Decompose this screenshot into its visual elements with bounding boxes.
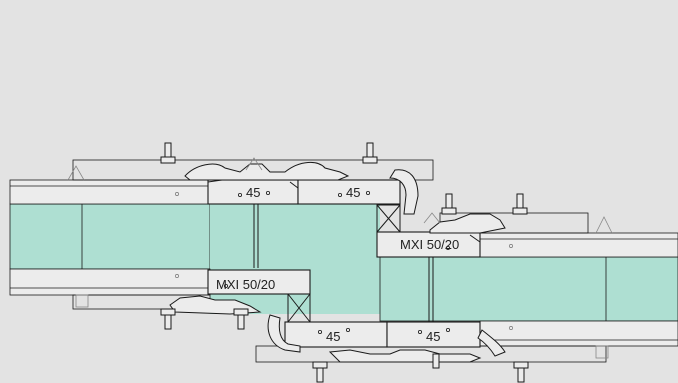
profile-boxes <box>207 179 481 348</box>
label-profile-mid-right: MXI 50/20 <box>400 237 459 252</box>
frame-bars <box>9 159 678 363</box>
glass-pane-right <box>379 256 678 322</box>
profile-mid-left <box>207 269 311 295</box>
label-profile-bottom-right: 45 <box>426 329 440 344</box>
frame-top-left <box>9 179 211 205</box>
bolt-top-1 <box>160 142 176 164</box>
profile-mid-right <box>376 231 481 258</box>
bolt-bottom-2 <box>513 361 529 383</box>
label-profile-mid-left: MXI 50/20 <box>216 277 275 292</box>
bolt-left-lower-2 <box>233 308 249 330</box>
bolt-right-2 <box>512 193 528 215</box>
glass-pane-left <box>9 203 211 270</box>
bolt-right-1 <box>441 193 457 215</box>
profile-top-right <box>297 179 401 205</box>
plate-fixings <box>67 157 613 359</box>
glass-pane-center <box>210 204 380 314</box>
bolt-bottom-1 <box>312 361 328 383</box>
label-profile-top-left: 45 <box>246 185 260 200</box>
frame-dots <box>175 192 513 330</box>
profile-bottom-right <box>386 321 481 348</box>
bolt-top-2 <box>362 142 378 164</box>
glass-panes <box>9 203 678 322</box>
profile-dots <box>223 190 450 334</box>
bolt-left-lower-1 <box>160 308 176 330</box>
frame-left-lower <box>9 268 211 296</box>
bolt-bottom-3 <box>432 353 440 369</box>
label-profile-top-right: 45 <box>346 185 360 200</box>
bolts <box>160 142 529 383</box>
frame-right-lower <box>479 320 678 347</box>
clamp-hardware <box>169 162 506 363</box>
label-profile-bottom-left: 45 <box>326 329 340 344</box>
